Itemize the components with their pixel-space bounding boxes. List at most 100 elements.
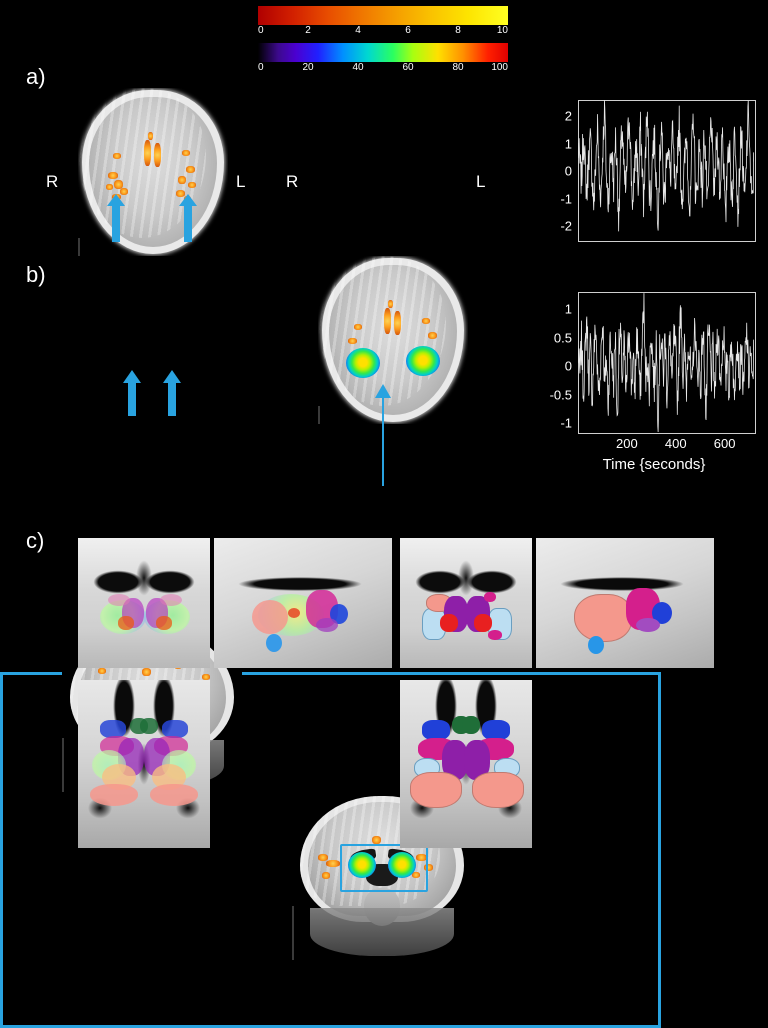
x-tick-label: 600 xyxy=(713,436,736,451)
thalamic-segment xyxy=(482,720,510,740)
jet-tick-60: 60 xyxy=(402,62,414,73)
arrow-up-icon xyxy=(163,370,181,416)
y-tick-label: 0.5 xyxy=(553,330,572,346)
thalamic-segment xyxy=(90,784,138,806)
activation-cluster xyxy=(388,300,393,308)
activation-cluster xyxy=(176,190,185,197)
thalamus-parcellation-sagittal-hard xyxy=(536,538,714,668)
activation-cluster xyxy=(318,854,328,861)
activation-cluster xyxy=(148,132,153,140)
jet-colorbar-ticks: 0 20 40 60 80 100 xyxy=(258,62,508,76)
interhemispheric-fissure xyxy=(62,738,64,792)
x-tick-label: 400 xyxy=(664,436,687,451)
activation-cluster xyxy=(384,308,391,334)
activation-cluster xyxy=(394,311,401,335)
x-tick-label: 200 xyxy=(616,436,638,451)
hot-tick-0: 0 xyxy=(258,25,264,36)
thalamic-segment xyxy=(288,608,300,618)
jet-tick-20: 20 xyxy=(302,62,314,73)
activation-cluster xyxy=(186,166,195,173)
y-tick-label: -0.5 xyxy=(549,387,572,403)
thalamic-timeseries-plot: 1 0.5 0 -0.5 -1 200 400 600 Time {seconds} xyxy=(530,284,762,476)
thalamic-segment xyxy=(100,720,126,738)
thalamic-segment xyxy=(652,602,672,624)
activation-cluster xyxy=(202,674,210,680)
axial-slice-activation xyxy=(78,88,228,256)
arrow-up-icon xyxy=(123,370,141,416)
jet-tick-40: 40 xyxy=(352,62,364,73)
y-tick-label: -1 xyxy=(560,415,572,431)
thalamic-segment xyxy=(588,636,604,654)
thalamic-segment xyxy=(462,716,480,734)
activation-cluster xyxy=(348,338,357,344)
t1-background xyxy=(78,538,210,668)
interhemispheric-fissure xyxy=(292,906,294,960)
thalamic-segment xyxy=(266,634,282,652)
thalamic-segment xyxy=(162,720,188,738)
activation-cluster xyxy=(178,176,186,184)
thalamic-segment xyxy=(156,616,172,630)
activation-pointer-arrows-axial xyxy=(107,194,197,242)
orientation-label-right: R xyxy=(286,172,299,191)
hot-tick-10: 10 xyxy=(496,25,508,36)
activation-cluster xyxy=(113,153,121,159)
panel-label-c: c) xyxy=(26,528,45,553)
jet-tick-100: 100 xyxy=(491,62,508,73)
thalamic-segment xyxy=(108,594,130,606)
activation-cluster xyxy=(354,324,362,330)
thalamic-segment xyxy=(474,614,492,632)
y-tick-label: 0 xyxy=(564,163,572,179)
activation-cluster xyxy=(98,668,106,674)
thalamic-segment xyxy=(488,630,502,640)
activation-cluster xyxy=(182,150,190,156)
hot-tick-6: 6 xyxy=(405,25,411,36)
arrow-up-icon xyxy=(107,194,125,242)
hot-tick-4: 4 xyxy=(355,25,361,36)
gyral-texture xyxy=(318,256,446,406)
panel-label-b: b) xyxy=(26,262,46,287)
activation-cluster xyxy=(108,172,118,179)
thalamic-segment xyxy=(150,784,198,806)
activation-cluster xyxy=(428,332,437,339)
activation-tstat-colorbar: 0 2 4 6 8 10 xyxy=(258,6,508,39)
thalamus-parcellation-axial-hard xyxy=(400,680,532,848)
timeseries-trace xyxy=(578,100,754,232)
panel-label-a: a) xyxy=(26,64,46,89)
thalamic-segment xyxy=(160,594,182,606)
interhemispheric-fissure xyxy=(318,406,320,424)
activation-cluster xyxy=(120,188,128,195)
thalamic-segment xyxy=(422,720,450,740)
interhemispheric-fissure xyxy=(78,238,80,256)
y-tick-label: 1 xyxy=(564,301,572,317)
thalamus-parcellation-sagittal-probabilistic xyxy=(214,538,392,668)
connectivity-blob-left xyxy=(406,346,440,376)
callout-arrow-head xyxy=(375,384,391,398)
activation-cluster xyxy=(422,318,430,324)
activation-cluster xyxy=(322,872,330,879)
skull-base xyxy=(310,908,454,956)
thalamus-pointer-arrows-coronal xyxy=(123,370,181,416)
activation-cluster xyxy=(106,184,113,190)
thalamus-parcellation-axial-probabilistic xyxy=(78,680,210,848)
thalamic-segment xyxy=(140,718,158,734)
x-axis-title: Time {seconds} xyxy=(602,456,706,473)
hot-colormap-gradient xyxy=(258,6,508,25)
orientation-label-right: R xyxy=(46,172,59,191)
activation-cluster xyxy=(188,182,196,188)
orientation-label-left: L xyxy=(476,172,486,191)
colorbar-group: 0 2 4 6 8 10 0 20 40 60 80 100 xyxy=(258,6,508,80)
y-tick-label: 0 xyxy=(564,358,572,374)
thalamic-segment xyxy=(118,616,134,630)
thalamic-segment xyxy=(316,618,338,632)
callout-leader-line xyxy=(382,396,384,486)
thalamic-segment xyxy=(484,592,496,602)
activation-cluster xyxy=(154,143,161,167)
y-tick-label: 2 xyxy=(564,108,572,124)
y-tick-label: -2 xyxy=(560,218,572,234)
arrow-up-icon xyxy=(375,384,391,398)
thalamic-segment xyxy=(252,600,288,634)
thalamic-segment xyxy=(574,594,632,642)
orientation-label-left: L xyxy=(236,172,246,191)
activation-cluster xyxy=(142,668,151,676)
